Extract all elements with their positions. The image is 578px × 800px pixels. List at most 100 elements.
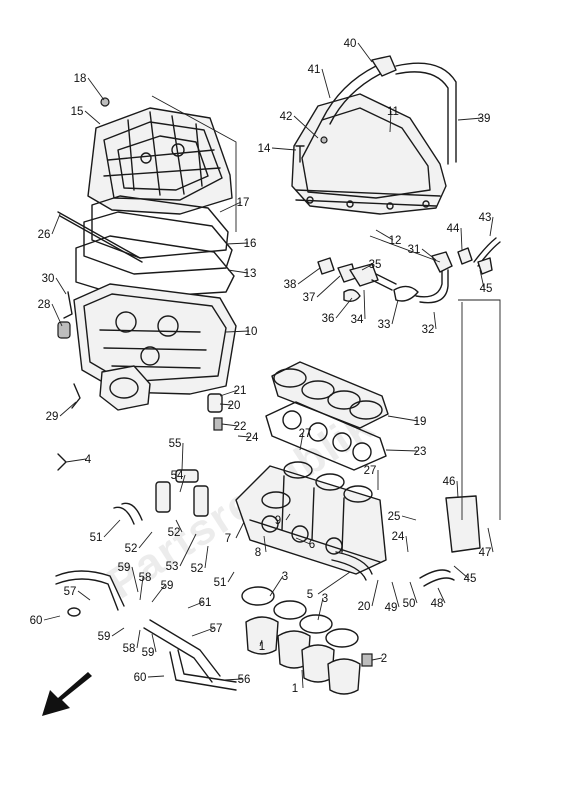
leader-line-13 <box>227 269 249 274</box>
callout-48: 48 <box>431 598 444 610</box>
callout-1: 1 <box>292 683 298 695</box>
callout-57: 57 <box>210 623 223 635</box>
callout-20: 20 <box>358 601 371 613</box>
clip-4 <box>57 453 67 471</box>
leader-line-29 <box>59 401 77 417</box>
joint-40 <box>371 55 397 77</box>
seal-13 <box>75 235 235 299</box>
throttle-joint-19 <box>271 361 389 429</box>
leader-line-24 <box>405 535 409 553</box>
leader-line-22 <box>221 423 239 427</box>
fitting-33 <box>393 285 419 302</box>
callout-40: 40 <box>344 38 357 50</box>
leader-line-49 <box>391 581 400 608</box>
canister-46 <box>445 495 481 553</box>
callout-47: 47 <box>479 547 492 559</box>
callout-38: 38 <box>284 279 297 291</box>
leader-line-39 <box>457 117 483 121</box>
hose-57-lower <box>143 619 221 683</box>
leader-line-33 <box>391 299 399 325</box>
leader-line-32 <box>433 311 437 330</box>
leader-line-25 <box>401 515 417 521</box>
leader-line-50 <box>409 581 418 604</box>
callout-9: 9 <box>275 515 281 527</box>
leader-line-17 <box>219 201 242 213</box>
air-filter-case <box>73 283 237 411</box>
joint-55 <box>175 469 199 483</box>
leader-line-53 <box>179 533 197 567</box>
callout-30: 30 <box>42 273 55 285</box>
fitting-54 <box>155 481 171 513</box>
callout-5: 5 <box>307 589 313 601</box>
callout-27: 27 <box>299 428 312 440</box>
callout-26: 26 <box>38 229 51 241</box>
callout-37: 37 <box>303 292 316 304</box>
callout-15: 15 <box>71 106 84 118</box>
hose-41 <box>321 65 381 125</box>
front-direction-arrow-icon <box>42 672 92 716</box>
callout-11: 11 <box>387 106 399 118</box>
leader-line-48 <box>437 587 446 604</box>
callout-53: 53 <box>166 561 179 573</box>
callout-42: 42 <box>280 111 293 123</box>
hose-5 <box>331 551 373 581</box>
callout-6: 6 <box>309 539 315 551</box>
leader-line-14 <box>271 147 297 151</box>
leader-line-21 <box>219 389 239 397</box>
callout-60: 60 <box>134 672 147 684</box>
callout-18: 18 <box>74 73 87 85</box>
leader-line-16 <box>225 242 249 245</box>
valve-31 <box>431 251 453 273</box>
leader-line-15 <box>84 110 101 125</box>
bolt-28 <box>57 321 71 339</box>
bracket-30 <box>63 291 73 319</box>
callout-50: 50 <box>403 598 416 610</box>
cap-38 <box>317 257 335 275</box>
gasket-16 <box>83 211 233 275</box>
callout-31: 31 <box>408 244 421 256</box>
callout-60: 60 <box>30 615 43 627</box>
leader-line-11 <box>389 110 392 133</box>
bolt-14 <box>295 145 305 163</box>
callout-46: 46 <box>443 476 456 488</box>
hose-56 <box>169 649 237 691</box>
leader-line-20 <box>371 579 379 607</box>
leader-line-7 <box>235 521 245 539</box>
callout-28: 28 <box>38 299 51 311</box>
leader-line-54 <box>179 474 186 493</box>
callout-14: 14 <box>258 143 271 155</box>
screw-18 <box>100 97 110 107</box>
callout-45: 45 <box>480 283 493 295</box>
leader-line-34 <box>363 289 366 320</box>
callout-labels: 1123345678910111213141516171819202021222… <box>30 38 493 695</box>
leader-line-55 <box>181 442 184 471</box>
leader-line-56 <box>223 678 243 681</box>
callout-59: 59 <box>142 647 155 659</box>
leader-line-60 <box>43 615 61 621</box>
callout-51: 51 <box>214 577 227 589</box>
valve-35 <box>349 263 379 287</box>
leader-line-57 <box>191 627 215 637</box>
hose-51-left <box>113 502 143 525</box>
leader-line-23 <box>385 449 419 452</box>
callout-19: 19 <box>414 416 427 428</box>
bolt-22 <box>213 417 223 431</box>
callout-34: 34 <box>351 314 364 326</box>
leader-line-12 <box>375 229 394 241</box>
leader-line-38 <box>297 267 321 285</box>
callout-1: 1 <box>259 641 265 653</box>
leader-line-4 <box>65 458 87 463</box>
callout-32: 32 <box>422 324 435 336</box>
callout-21: 21 <box>234 385 247 397</box>
leader-line-60 <box>147 675 165 678</box>
leader-line-59 <box>131 566 139 593</box>
leader-line-46 <box>456 480 459 499</box>
leader-line-44 <box>460 227 463 251</box>
hose-57-upper <box>55 570 125 611</box>
callout-44: 44 <box>447 223 460 235</box>
callout-4: 4 <box>85 454 92 466</box>
callout-20: 20 <box>228 400 241 412</box>
clip-42 <box>320 136 328 144</box>
callout-22: 22 <box>234 421 247 433</box>
clamp-36 <box>343 289 361 303</box>
